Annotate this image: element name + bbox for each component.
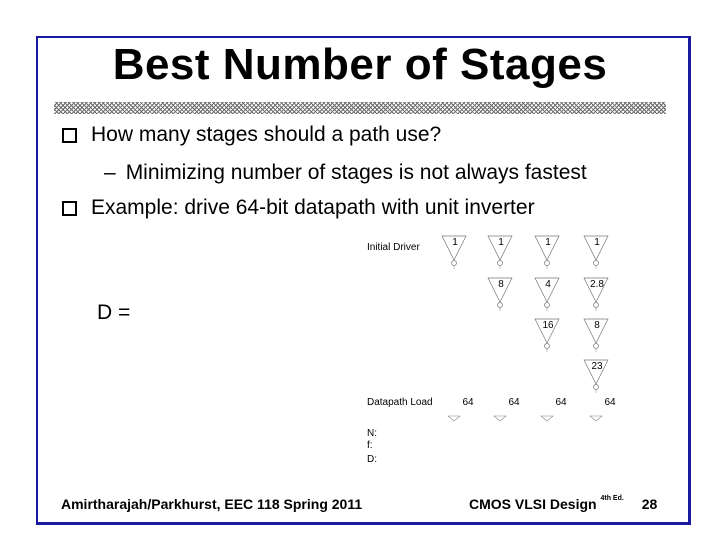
inverter-bubble (451, 260, 457, 266)
inverter-bubble (593, 384, 599, 390)
footer-course-title: CMOS VLSI Design (469, 496, 597, 512)
footer-author: Amirtharajah/Parkhurst, EEC 118 Spring 2… (61, 496, 363, 512)
datapath-load-value: 64 (604, 397, 616, 408)
inverter-triangle (487, 277, 513, 303)
stage-size-label: 2.8 (590, 279, 604, 290)
footer-edition: 4th Ed. (600, 495, 624, 503)
inverter-triangle (534, 277, 560, 303)
inverter-bubble (544, 302, 550, 308)
inverter-stage: 23 (583, 359, 609, 393)
inverter-bubble (544, 260, 550, 266)
sub-bullet-text: Minimizing number of stages is not alway… (125, 161, 587, 184)
stage-size-label: 4 (545, 279, 551, 290)
load-capacitor-icon (493, 415, 507, 422)
inverter-triangle (583, 235, 609, 261)
inverter-triangle (534, 318, 560, 344)
datapath-load-value: 64 (508, 397, 520, 408)
stage-size-label: 16 (542, 320, 554, 331)
title-divider (54, 102, 666, 114)
slide-frame (36, 36, 691, 525)
stage-size-label: 8 (594, 320, 600, 331)
stage-size-label: 8 (498, 279, 504, 290)
inverter-stage: 1 (441, 235, 467, 269)
initial-driver-label: Initial Driver (367, 242, 420, 253)
datapath-load-label: Datapath Load (367, 397, 433, 408)
inverter-triangle (534, 235, 560, 261)
stage-size-label: 1 (594, 237, 600, 248)
inverter-bubble (497, 260, 503, 266)
load-capacitor-icon (589, 415, 603, 422)
delay-equation: D = (97, 301, 131, 324)
datapath-load-value: 64 (555, 397, 567, 408)
stage-size-label: 23 (591, 361, 603, 372)
load-capacitor-icon (540, 415, 554, 422)
inverter-stage: 2.8 (583, 277, 609, 311)
inverter-triangle (487, 235, 513, 261)
bullet-1-text: How many stages should a path use? (91, 123, 442, 146)
bullet-2-text: Example: drive 64-bit datapath with unit… (91, 196, 535, 219)
inverter-stage: 8 (583, 318, 609, 352)
inverter-stage: 1 (583, 235, 609, 269)
inverter-triangle (441, 235, 467, 261)
datapath-load-value: 64 (462, 397, 474, 408)
sub-bullet: –Minimizing number of stages is not alwa… (104, 161, 587, 185)
checkbox-bullet-icon (62, 127, 77, 143)
page-number: 28 (641, 496, 658, 512)
inverter-stage: 1 (534, 235, 560, 269)
inverter-bubble (497, 302, 503, 308)
inverter-triangle (583, 318, 609, 344)
inverter-triangle (583, 277, 609, 303)
bullet-1: How many stages should a path use? (62, 123, 441, 147)
sub-bullet-dash: – (104, 161, 116, 184)
inverter-stages: 1 64 1 8 64 1 4 16 64 1 2.8 8 23 64 (441, 235, 616, 422)
footer-course: CMOS VLSI Design 4th Ed. 28 (469, 495, 658, 512)
checkbox-bullet-icon (62, 200, 77, 216)
result-label-f: f: (367, 440, 373, 451)
inverter-bubble (593, 343, 599, 349)
inverter-stage: 4 (534, 277, 560, 311)
result-label-d: D: (367, 454, 377, 465)
load-capacitor-icon (447, 415, 461, 422)
inverter-stage: 16 (534, 318, 560, 352)
stage-size-label: 1 (498, 237, 504, 248)
inverter-triangle (583, 359, 609, 385)
inverter-stage: 8 (487, 277, 513, 311)
bullet-2: Example: drive 64-bit datapath with unit… (62, 196, 535, 220)
stage-size-label: 1 (452, 237, 458, 248)
inverter-bubble (593, 260, 599, 266)
inverter-stage: 1 (487, 235, 513, 269)
inverter-bubble (593, 302, 599, 308)
inverter-bubble (544, 343, 550, 349)
stage-size-label: 1 (545, 237, 551, 248)
result-label-n: N: (367, 428, 377, 439)
slide-title: Best Number of Stages (112, 40, 608, 89)
